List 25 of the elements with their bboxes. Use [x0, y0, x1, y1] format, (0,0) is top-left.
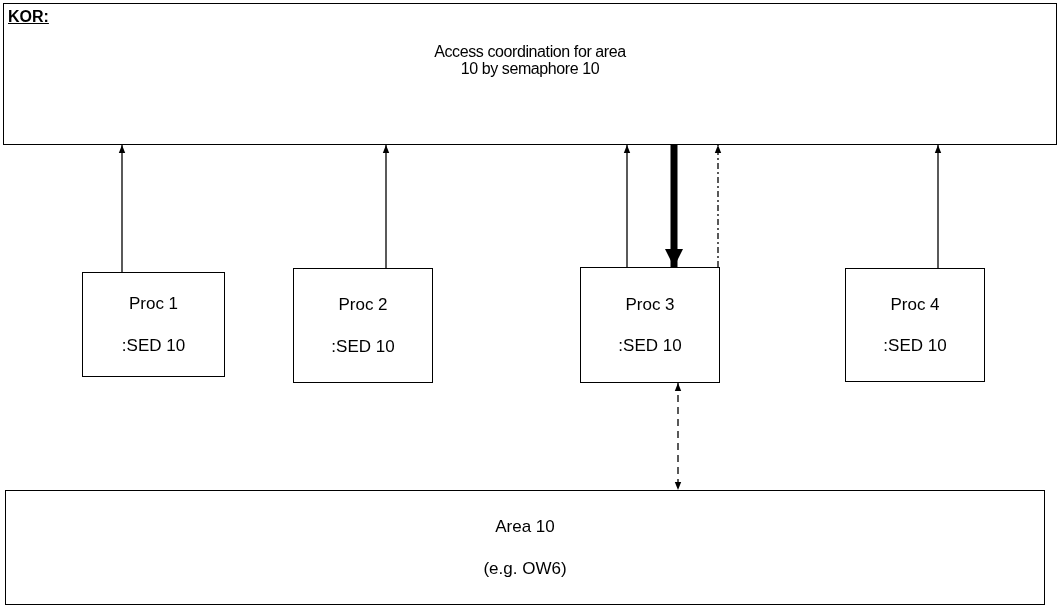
arrow — [674, 382, 682, 491]
box-text: :SED 10 — [121, 334, 186, 357]
box-text: :SED 10 — [618, 335, 682, 357]
box-text: Proc 3 — [625, 293, 675, 316]
box-text: Access coordination for area 10 by semaphore 10 — [433, 44, 627, 78]
box-text: Proc 4 — [890, 293, 940, 316]
box-heading: KOR: — [8, 7, 49, 27]
process-box — [580, 267, 720, 383]
box-text: Proc 2 — [338, 294, 388, 316]
box-text: Proc 1 — [128, 293, 179, 315]
arrow — [118, 144, 126, 273]
box-text: (e.g. OW6) — [483, 557, 567, 580]
box-text: :SED 10 — [331, 335, 395, 358]
arrow — [714, 144, 722, 268]
process-box — [293, 268, 433, 383]
arrow — [382, 144, 390, 269]
arrow — [934, 144, 942, 269]
process-box — [5, 490, 1045, 605]
box-text: Area 10 — [495, 516, 555, 538]
box-text: :SED 10 — [883, 335, 947, 357]
process-box — [3, 3, 1057, 145]
process-box — [82, 272, 225, 377]
process-box — [845, 268, 985, 382]
arrow — [665, 145, 683, 267]
arrow — [623, 144, 631, 268]
